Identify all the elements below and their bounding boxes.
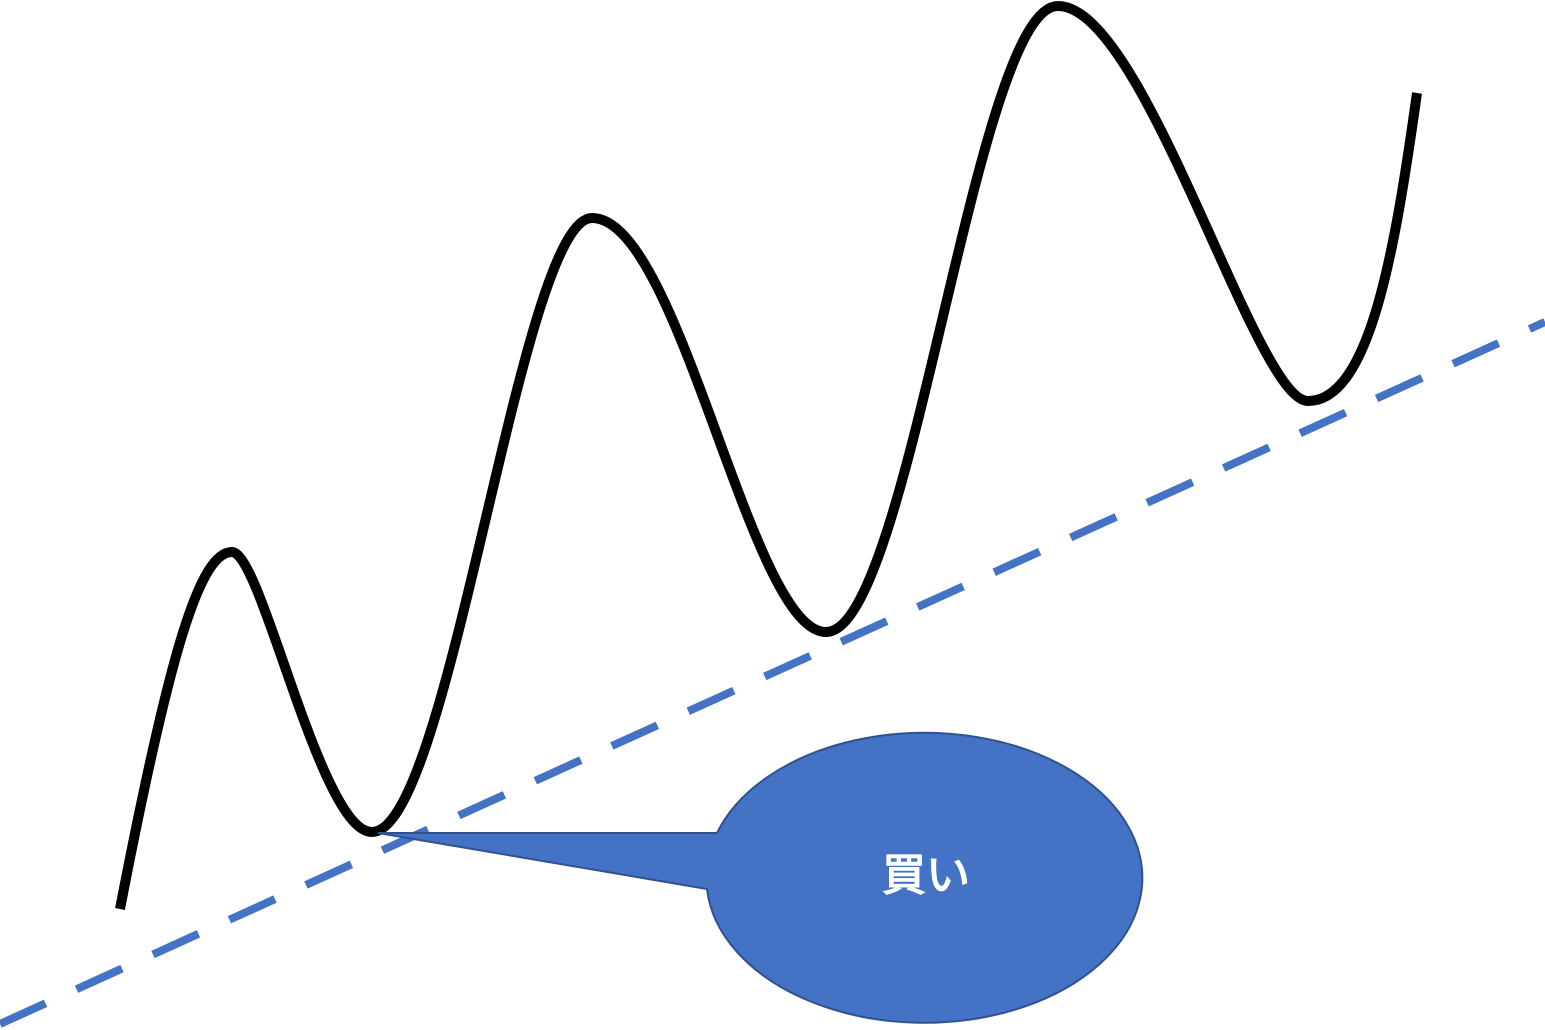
buy-callout-label: 買い: [882, 850, 970, 901]
uptrend-support-line: [0, 318, 1545, 1028]
buy-callout-bubble: [377, 731, 1144, 1024]
price-wave-line: [115, 1, 1422, 910]
